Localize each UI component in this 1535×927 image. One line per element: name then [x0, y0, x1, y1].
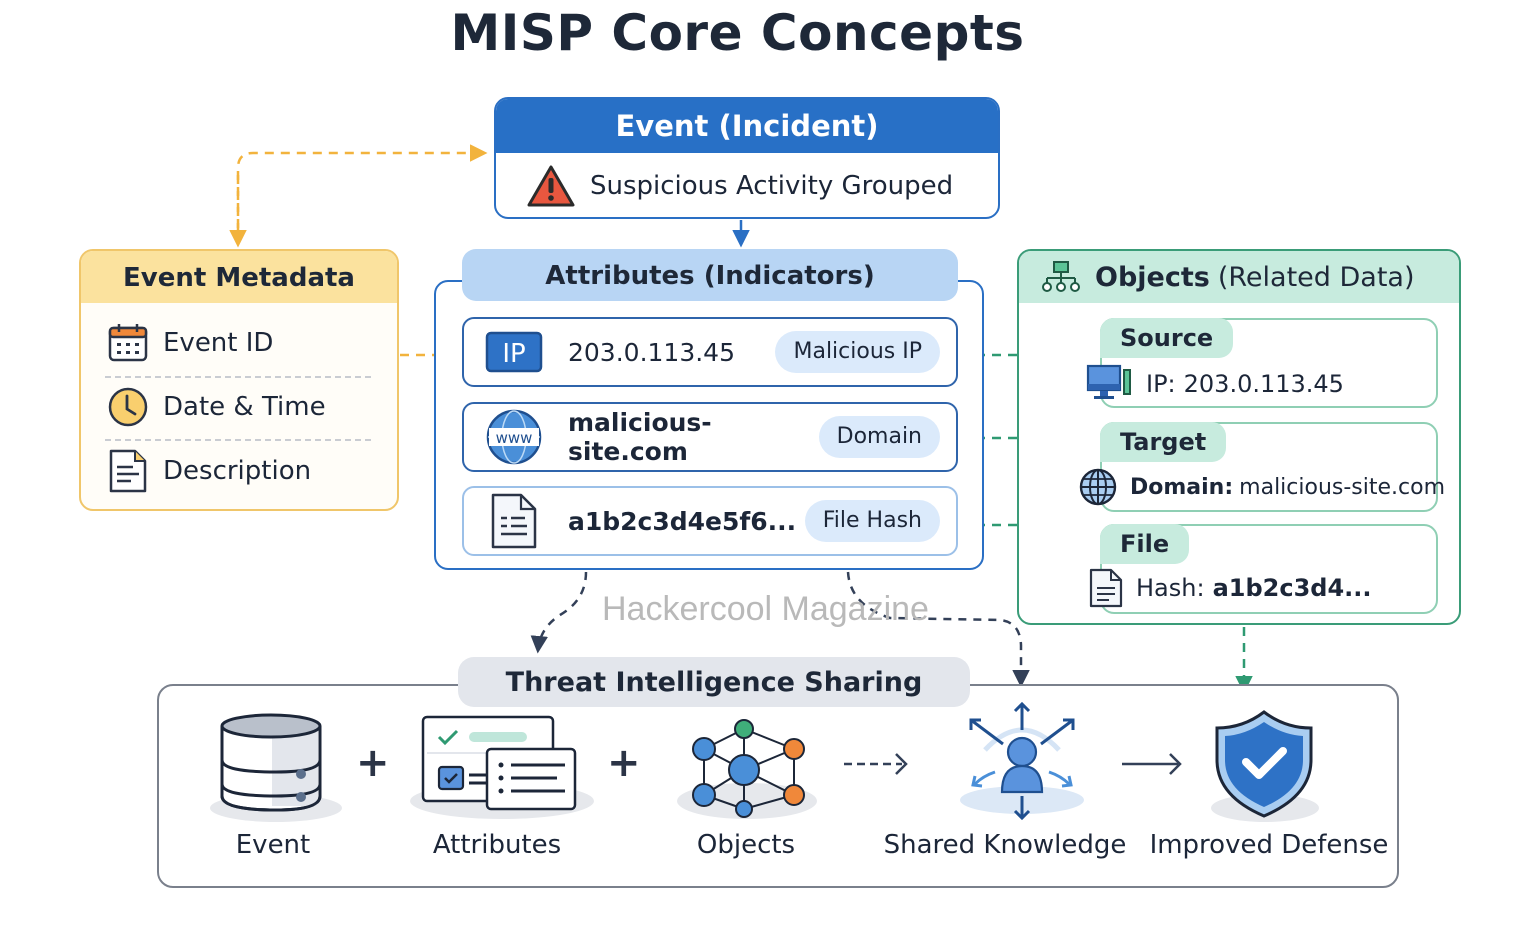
objects-header-title: Objects [1095, 261, 1210, 293]
sharing-step-label: Objects [696, 830, 796, 860]
www-globe-icon: www [486, 409, 542, 465]
metadata-item: Description [107, 441, 369, 501]
attribute-value: 203.0.113.45 [568, 337, 735, 367]
sharing-header: Threat Intelligence Sharing [458, 657, 970, 707]
database-icon [210, 713, 342, 822]
svg-text:IP: IP [502, 339, 525, 369]
attribute-row[interactable]: a1b2c3d4e5f6... File Hash [462, 486, 958, 556]
object-detail: Hash: a1b2c3d4... [1088, 568, 1372, 608]
object-tag: Target [1100, 422, 1227, 462]
objects-header-subtitle: (Related Data) [1217, 261, 1415, 293]
plus-operator: + [356, 740, 390, 786]
connector-attributes-knowledge [846, 571, 1030, 688]
sharing-step-label: Improved Defense [1149, 830, 1389, 860]
event-description: Suspicious Activity Grouped [590, 171, 954, 201]
checklist-icon [410, 715, 594, 819]
document-icon [109, 449, 147, 493]
object-value: a1b2c3d4... [1212, 574, 1372, 602]
sharing-step-label: Shared Knowledge [883, 830, 1127, 860]
object-key: Hash: [1136, 574, 1205, 602]
attribute-row[interactable]: IP 203.0.113.45 Malicious IP [462, 317, 958, 387]
computer-icon [1086, 364, 1131, 399]
watermark: Hackercool Magazine [602, 590, 929, 628]
attribute-type-badge: Malicious IP [775, 331, 940, 373]
metadata-label: Date & Time [163, 392, 326, 422]
metadata-label: Event ID [163, 328, 274, 358]
attribute-row[interactable]: www malicious-site.com Domain [462, 402, 958, 472]
metadata-header: Event Metadata [81, 251, 397, 303]
attribute-value: a1b2c3d4e5f6... [568, 506, 797, 536]
connector-attributes-sharing [530, 571, 588, 654]
object-key: Domain: [1130, 474, 1234, 500]
attribute-value: malicious-site.com [568, 408, 712, 466]
shield-check-icon [1211, 710, 1319, 822]
event-header: Event (Incident) [496, 99, 998, 153]
event-box: Event (Incident) Suspicious Activity Gro… [494, 97, 1000, 219]
page-title: MISP Core Concepts [450, 4, 1025, 62]
attribute-type-badge: File Hash [804, 500, 940, 542]
shared-user-icon [960, 701, 1084, 821]
sharing-step-label: Event [235, 830, 311, 860]
file-icon [1089, 568, 1123, 608]
ip-badge-icon: IP [485, 331, 543, 373]
hierarchy-icon [1042, 261, 1080, 292]
connector-metadata-event [236, 144, 488, 244]
attribute-type-badge: Domain [818, 416, 940, 458]
file-icon [491, 493, 537, 549]
event-metadata-box: Event Metadata Event ID Date & Time Desc… [79, 249, 399, 511]
plus-operator: + [607, 740, 641, 786]
arrow-right-icon [1122, 753, 1182, 775]
metadata-item: Event ID [107, 313, 369, 373]
warning-icon [527, 165, 575, 207]
globe-icon [1079, 468, 1117, 506]
dashed-arrow-icon [844, 753, 908, 775]
calendar-icon [108, 324, 148, 362]
network-icon [677, 719, 817, 819]
object-tag: File [1100, 524, 1190, 564]
object-tag: Source [1100, 318, 1234, 358]
clock-icon [108, 387, 148, 427]
object-value: malicious-site.com [1239, 474, 1446, 500]
object-key: IP: [1146, 370, 1176, 398]
attributes-header: Attributes (Indicators) [462, 249, 958, 301]
object-detail: IP: 203.0.113.45 [1086, 364, 1344, 404]
object-detail: Domain: malicious-site.com [1078, 467, 1445, 507]
sharing-step-label: Attributes [432, 830, 562, 860]
object-value: 203.0.113.45 [1183, 370, 1344, 398]
svg-text:www: www [496, 429, 533, 447]
metadata-label: Description [163, 456, 312, 486]
metadata-item: Date & Time [107, 377, 369, 437]
